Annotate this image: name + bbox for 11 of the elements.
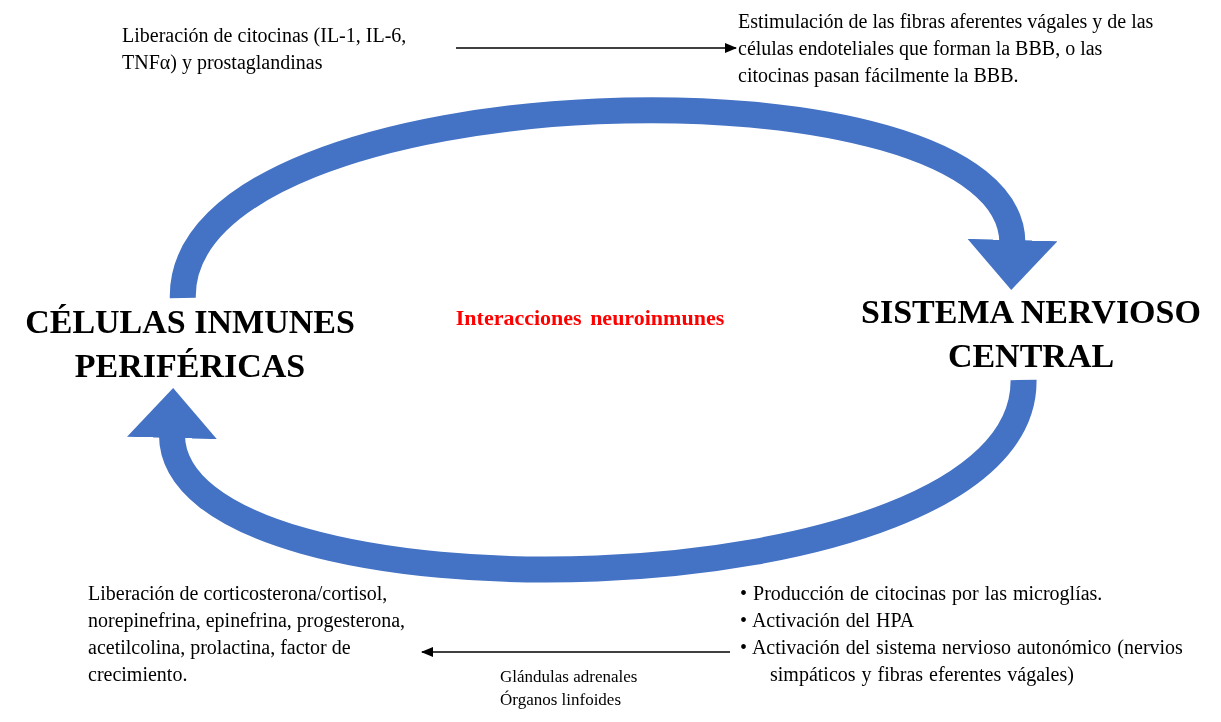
note-text: Liberación de citocinas (IL-1, IL-6, TNFα) y prostaglandinas [122,23,408,76]
node-title: CÉLULAS INMUNES PERIFÉRICAS [24,302,356,387]
bullet-item: • Producción de citocinas por las microglías. [740,581,1104,607]
bullet-item: • Activación del sistema nervioso autonómico (nervios simpáticos y fibras eferentes vágales) [740,635,1184,688]
note-text: Estimulación de las fibras aferentes vágales y de las células endoteliales que forman la BBB, o las citocinas pasan fácilmente la BBB. [738,9,1155,89]
note-text: Liberación de corticosterona/cortisol, norepinefrina, epinefrina, progesterona, acetilcolina, prolactina, factor de crecimiento. [88,581,407,687]
center-label: Interacciones neuroinmunes [454,305,726,331]
arrow [421,647,731,657]
bullet-item: • Activación del HPA [740,608,916,633]
arrow [455,43,737,53]
node-title: SISTEMA NERVIOSO CENTRAL [860,292,1202,377]
